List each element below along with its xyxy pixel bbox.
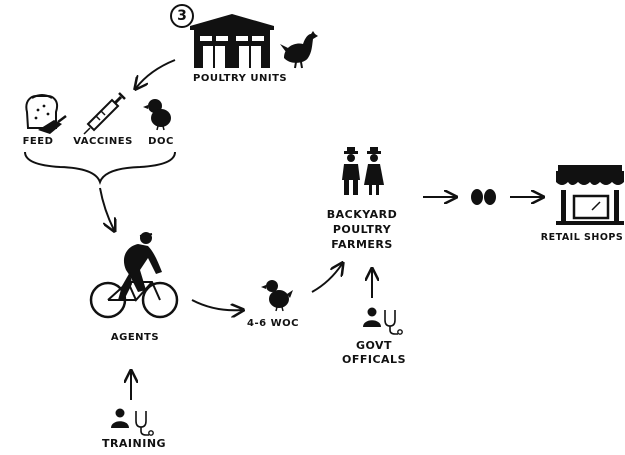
hen-icon [280, 31, 318, 69]
woc-label: 4-6 WOC [247, 318, 299, 329]
cyclist-agent-icon [89, 232, 179, 319]
vaccines-label: VACCINES [73, 136, 133, 147]
govt-label-line2: OFFICALS [342, 353, 406, 366]
eggs-icon [471, 189, 496, 205]
backyard-label-line1: BACKYARD [326, 208, 398, 221]
poultry-barn-icon [190, 14, 274, 68]
syringe-icon [83, 92, 126, 135]
retail-shop-icon [556, 165, 624, 225]
feed-label: FEED [22, 136, 54, 147]
poultry-units-label: POULTRY UNITS [193, 73, 288, 84]
govt-label-line1: GOVT [355, 339, 393, 352]
farmer-couple-icon [342, 147, 384, 195]
young-chicken-icon [261, 280, 293, 312]
step-number-badge: 3 [170, 4, 194, 28]
doctor-stethoscope-icon [363, 307, 403, 335]
chick-icon [143, 99, 171, 131]
trainer-stethoscope-icon [111, 408, 154, 436]
backyard-label-line2: POULTRY [332, 223, 392, 236]
training-label: TRAINING [101, 437, 167, 450]
retail-shops-label: RETAIL SHOPS [540, 232, 624, 243]
doc-label: DOC [148, 136, 174, 147]
backyard-label-line3: FARMERS [331, 238, 393, 251]
agents-label: AGENTS [110, 332, 160, 343]
feed-sack-icon [25, 94, 67, 134]
